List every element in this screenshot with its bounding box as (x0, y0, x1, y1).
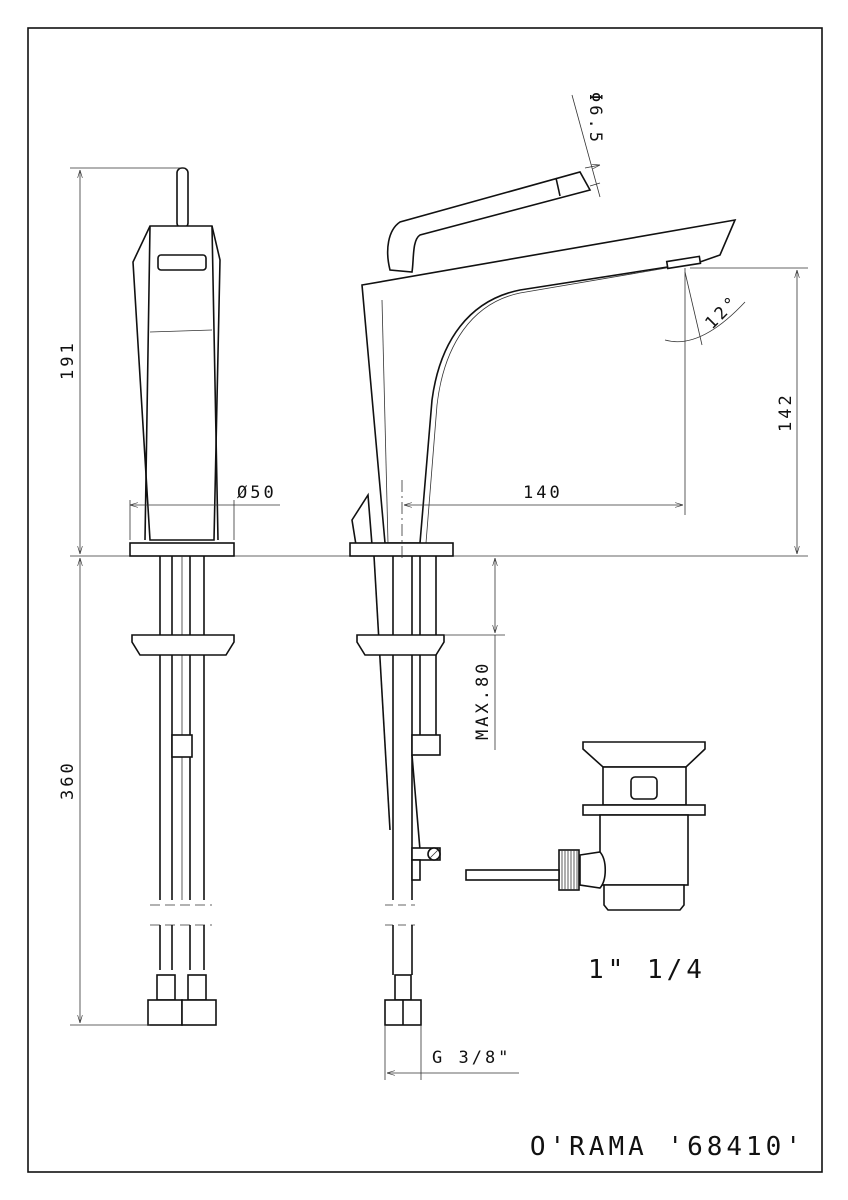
dim-140: 140 (523, 483, 563, 503)
front-view (129, 167, 235, 1026)
dim-lever-diameter: Φ6.5 (585, 92, 605, 145)
dim-g-3-8: G 3/8" (432, 1048, 511, 1068)
dim-diameter-50: Ø50 (237, 483, 277, 503)
dim-142: 142 (776, 392, 796, 432)
waste-size-label: 1" 1/4 (588, 955, 706, 985)
side-view (349, 171, 737, 1026)
dim-191: 191 (58, 340, 78, 380)
pop-up-waste (465, 741, 706, 911)
dim-angle-12: 12° (701, 291, 743, 333)
drawing-frame (27, 27, 823, 1173)
dim-max-80: MAX.80 (473, 661, 493, 740)
model-title: O'RAMA '68410' (530, 1132, 805, 1162)
dim-360: 360 (58, 760, 78, 800)
